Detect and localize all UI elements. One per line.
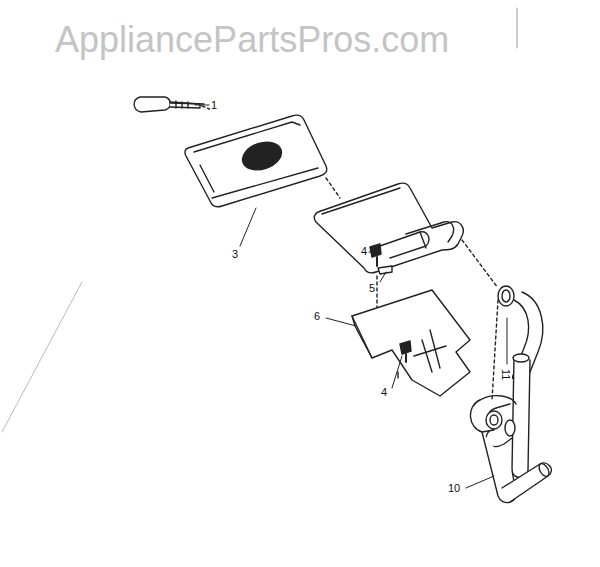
callout-number: 1 bbox=[210, 99, 218, 111]
watermark: AppliancePartsPros.com bbox=[55, 20, 449, 60]
callout-number: 11 bbox=[500, 368, 512, 381]
callout-number: 4 bbox=[360, 245, 368, 257]
callout-number: 3 bbox=[231, 248, 239, 260]
callout-number: 4 bbox=[380, 386, 388, 398]
callout-number: 5 bbox=[368, 282, 376, 294]
callout-number: 10 bbox=[447, 482, 461, 494]
callout-number: 6 bbox=[313, 310, 321, 322]
